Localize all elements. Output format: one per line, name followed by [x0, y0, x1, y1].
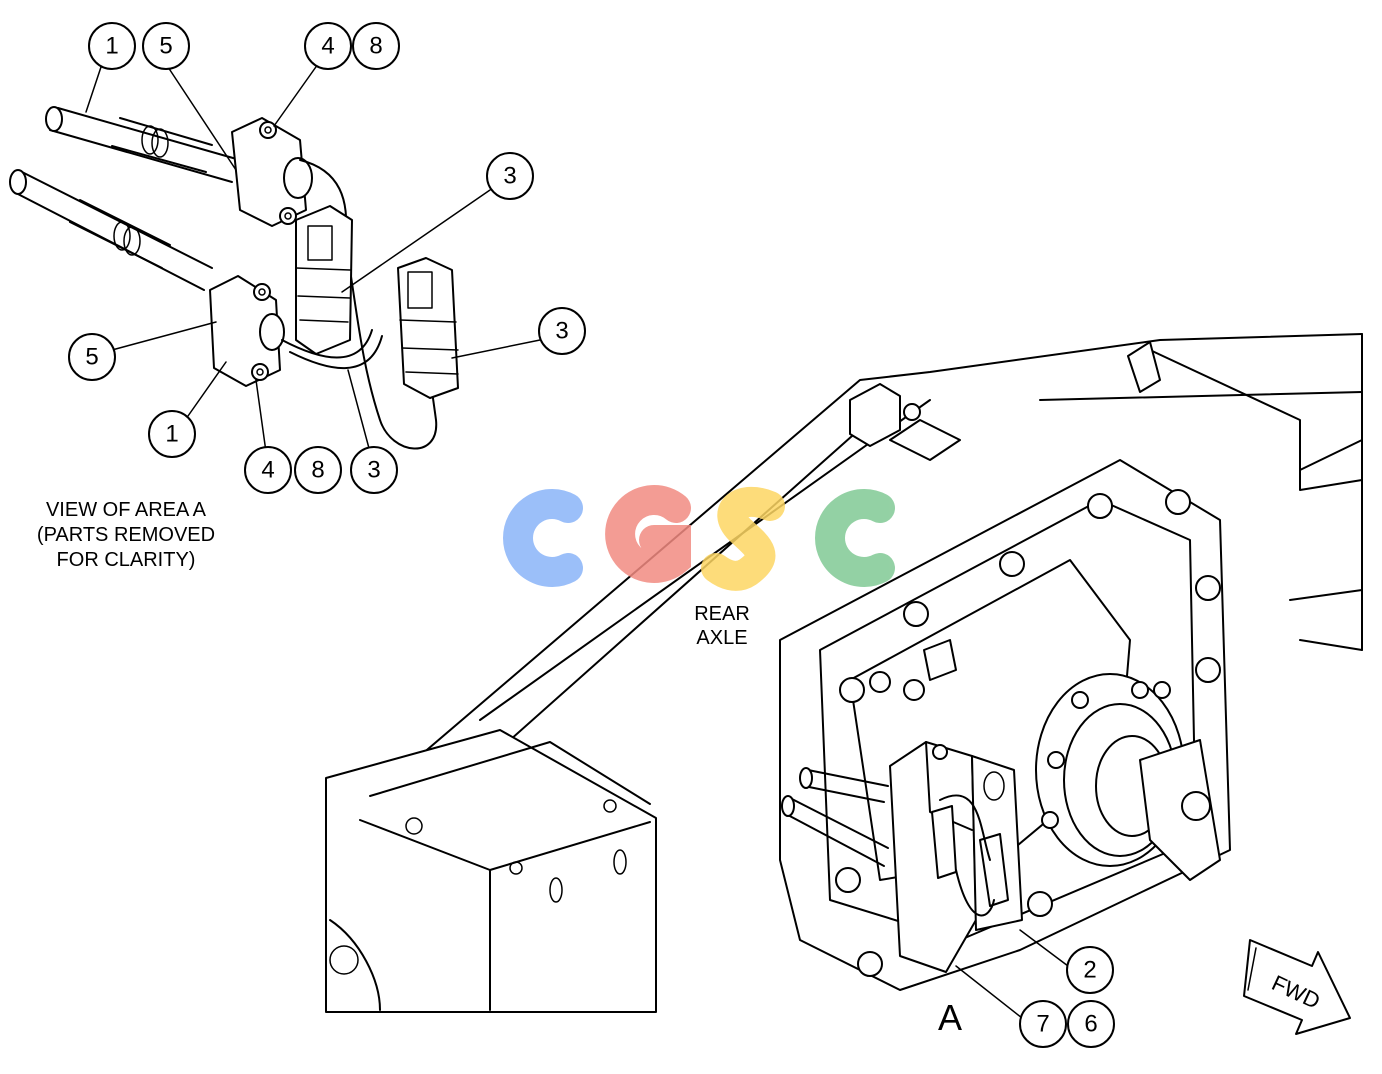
callout-3-upper: 3	[486, 152, 534, 200]
svg-text:FOR CLARITY): FOR CLARITY)	[57, 549, 196, 571]
main-leader-lines	[955, 929, 1069, 1019]
upper-bracket	[231, 117, 348, 241]
svg-text:3: 3	[503, 163, 516, 190]
callout-6: 6	[1067, 1000, 1115, 1048]
lower-tube	[9, 169, 213, 291]
svg-text:8: 8	[311, 457, 324, 484]
svg-text:4: 4	[261, 457, 274, 484]
watermark-letter-c1	[503, 489, 583, 587]
svg-text:VIEW OF AREA A: VIEW OF AREA A	[46, 499, 207, 521]
callout-4-bottom: 4	[244, 446, 292, 494]
callout-3-right: 3	[538, 307, 586, 355]
detail-leader-lines	[85, 63, 541, 453]
callout-5-left: 5	[68, 333, 116, 381]
svg-text:3: 3	[555, 318, 568, 345]
svg-text:3: 3	[367, 457, 380, 484]
harness-wire	[281, 239, 438, 450]
svg-text:1: 1	[165, 421, 178, 448]
callout-5-top: 5	[142, 22, 190, 70]
svg-text:REAR: REAR	[694, 603, 750, 625]
callout-1-top: 1	[88, 22, 136, 70]
watermark-letter-g	[605, 485, 691, 583]
housing-bolts	[835, 489, 1221, 977]
svg-text:5: 5	[85, 344, 98, 371]
svg-text:(PARTS REMOVED: (PARTS REMOVED	[37, 524, 215, 546]
watermark-logo	[503, 485, 895, 591]
svg-text:2: 2	[1083, 957, 1096, 984]
upper-tube	[45, 106, 241, 183]
pressure-sensor-upper	[295, 205, 353, 355]
watermark-letter-s	[701, 486, 785, 591]
callout-7: 7	[1019, 1000, 1067, 1048]
svg-text:1: 1	[105, 33, 118, 60]
svg-text:6: 6	[1084, 1011, 1097, 1038]
svg-text:8: 8	[369, 33, 382, 60]
callout-8-bottom: 8	[294, 446, 342, 494]
pressure-sensor-right	[397, 257, 459, 399]
fwd-arrow: FWD	[1243, 939, 1351, 1035]
callout-3-bottom: 3	[350, 446, 398, 494]
callout-8-top: 8	[352, 22, 400, 70]
svg-text:7: 7	[1036, 1011, 1049, 1038]
callout-1-left: 1	[148, 410, 196, 458]
area-marker: A	[938, 997, 962, 1038]
detail-callouts: 1 5 4 8 3 3 5 1 4 8 3	[68, 22, 586, 494]
main-callouts: 2 7 6	[1019, 946, 1115, 1048]
svg-text:5: 5	[159, 33, 172, 60]
lower-bracket	[209, 275, 285, 387]
output-flange	[1035, 673, 1221, 881]
rear-axle-label: REAR AXLE	[694, 603, 750, 649]
callout-2: 2	[1066, 946, 1114, 994]
callout-4-top: 4	[304, 22, 352, 70]
view-caption: VIEW OF AREA A (PARTS REMOVED FOR CLARIT…	[37, 499, 215, 571]
watermark-letter-c2	[815, 489, 895, 587]
detail-view-area-a	[9, 106, 459, 450]
rear-axle-assembly	[325, 333, 1363, 1013]
svg-text:AXLE: AXLE	[696, 627, 747, 649]
svg-text:4: 4	[321, 33, 334, 60]
sensor-mounting-plate	[889, 741, 1023, 973]
